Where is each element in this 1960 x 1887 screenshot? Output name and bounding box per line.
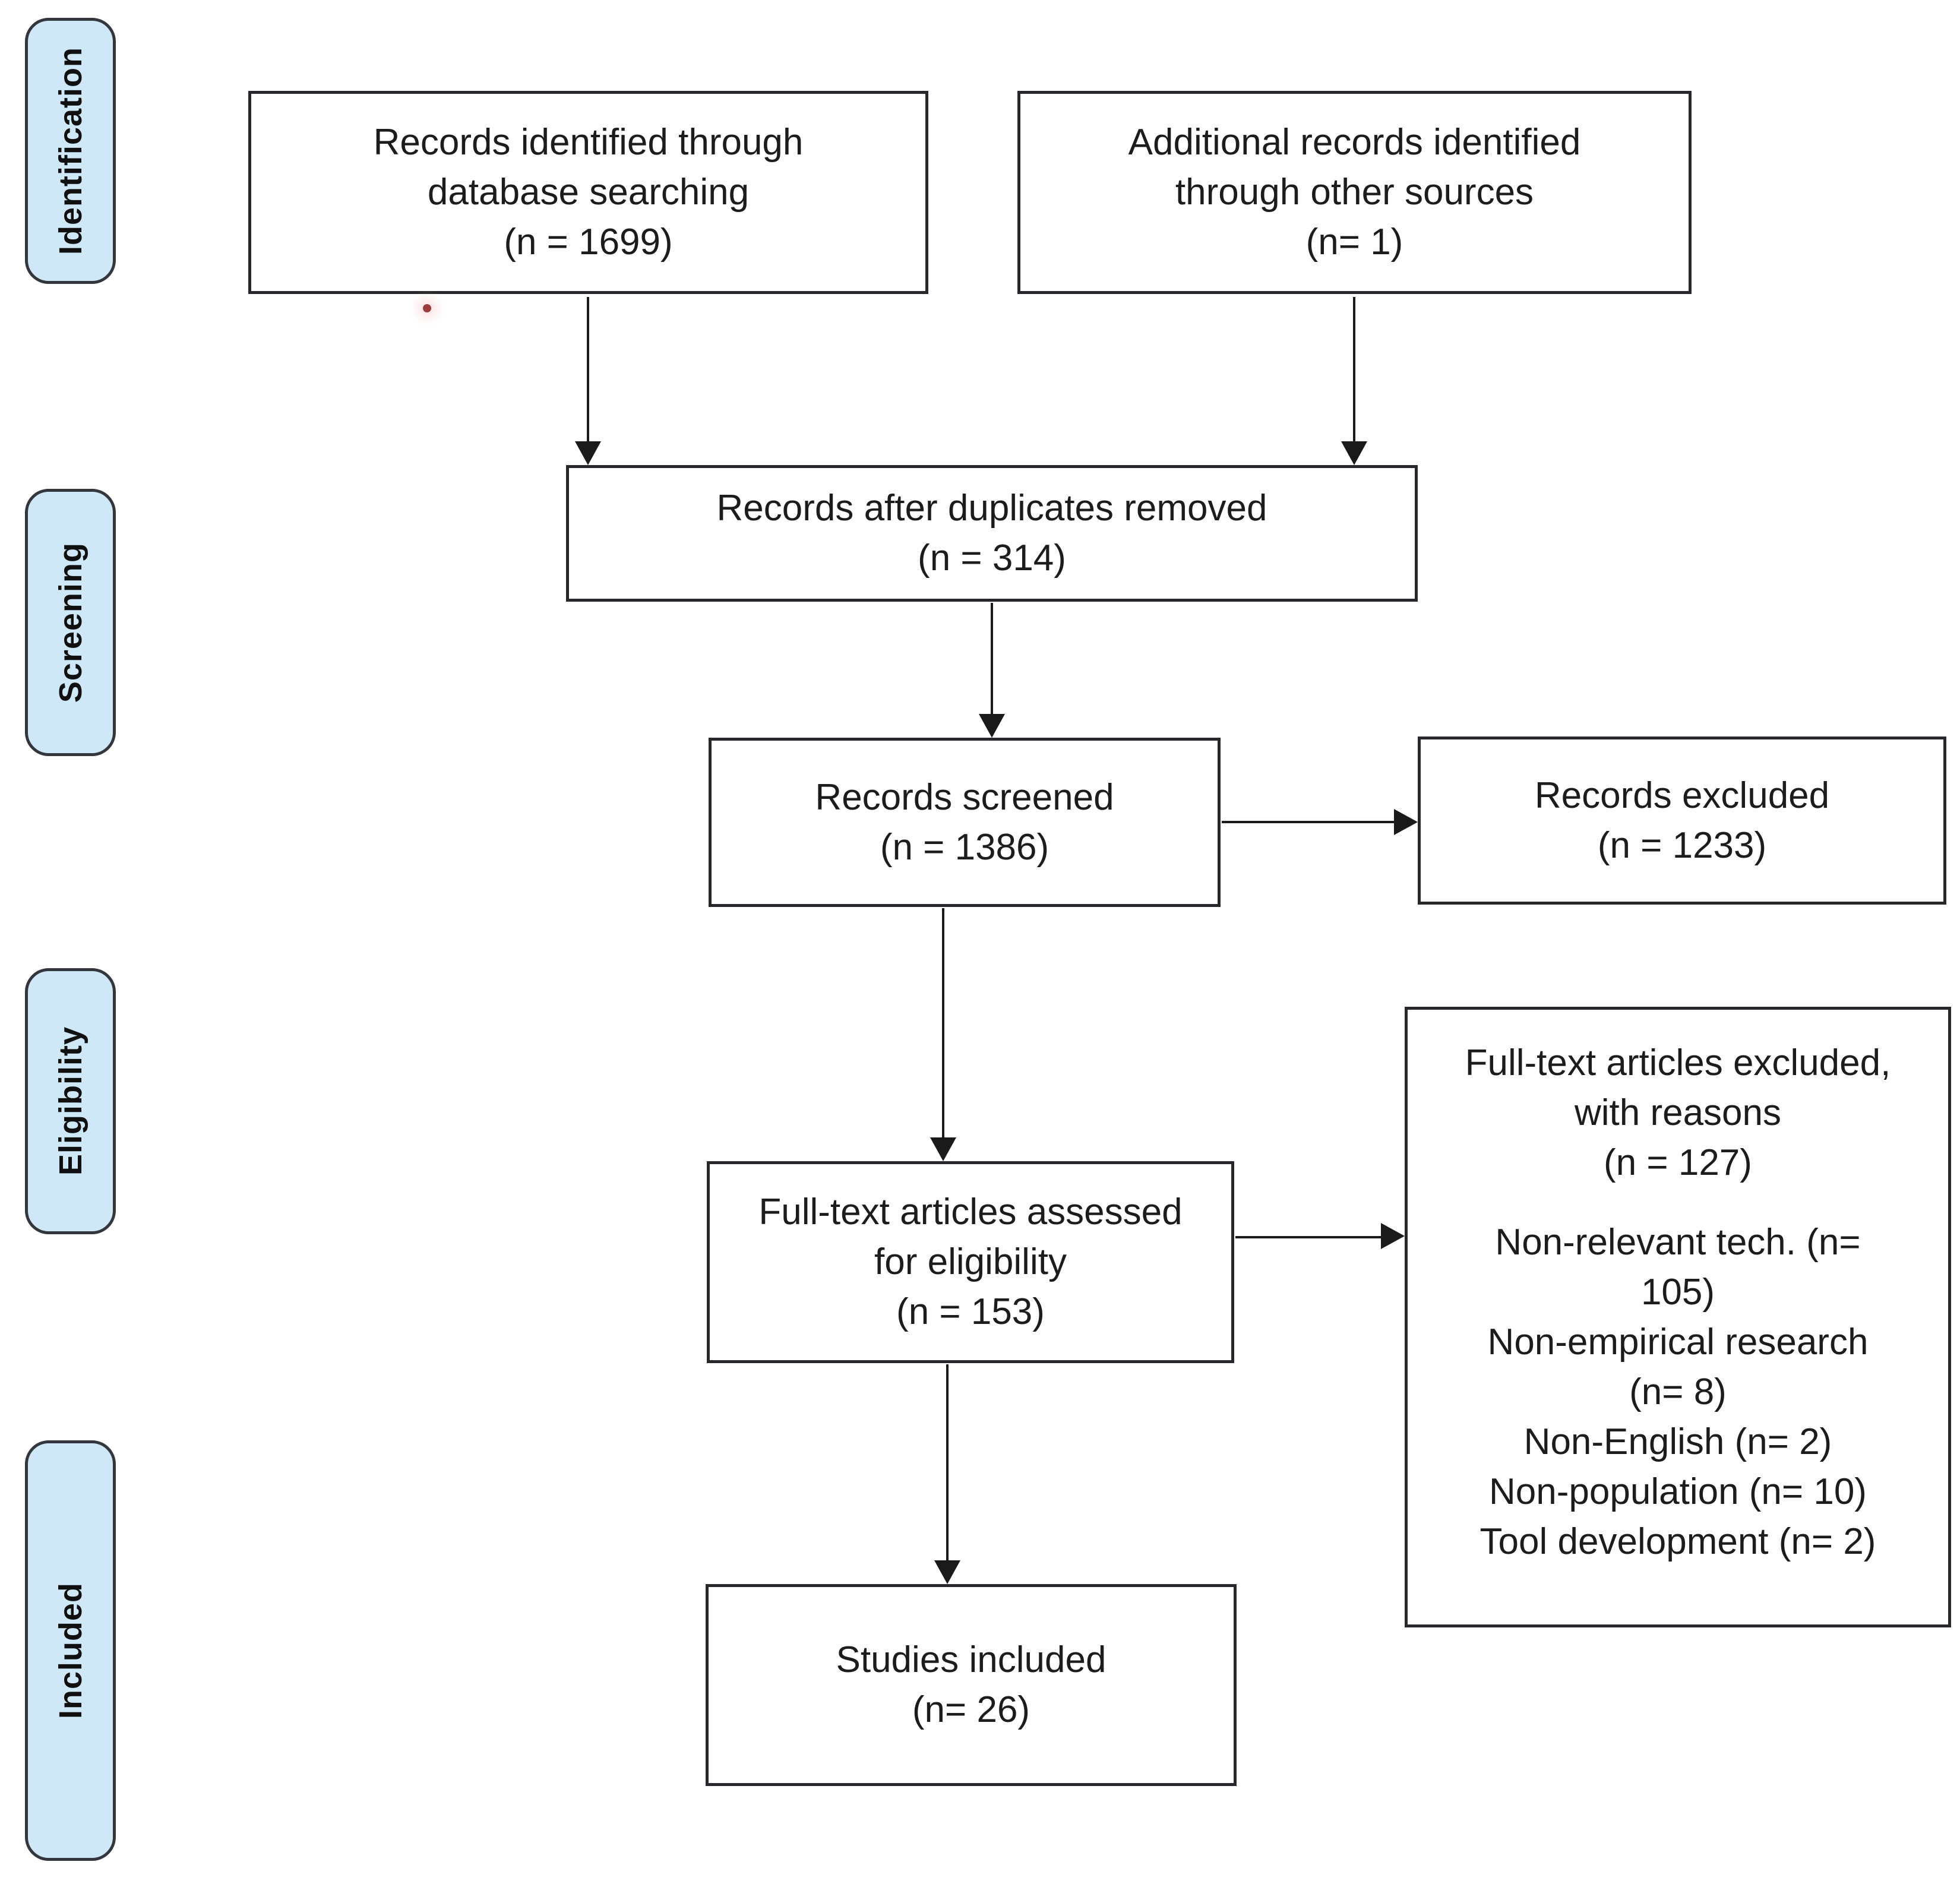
box-text-line: Records excluded bbox=[1534, 775, 1830, 816]
arrow-screened-to-excluded-line bbox=[1222, 821, 1394, 823]
box-text-line: (n = 127) bbox=[1604, 1142, 1752, 1183]
box-text-line: Non-relevant tech. (n= bbox=[1495, 1222, 1861, 1263]
arrow-down-icon bbox=[930, 1137, 956, 1161]
stage-identification: Identification bbox=[25, 18, 116, 284]
arrow-dedup-to-screened-line bbox=[991, 603, 993, 714]
arrow-identified-to-dedup-line bbox=[587, 297, 589, 441]
box-text-line: (n= 8) bbox=[1629, 1371, 1727, 1412]
box-text-line: Studies included bbox=[836, 1639, 1107, 1680]
box-text-line: database searching bbox=[427, 172, 750, 213]
box-text-line: (n = 153) bbox=[896, 1291, 1045, 1332]
stage-included: Included bbox=[25, 1440, 116, 1861]
box-text-line: (n= 26) bbox=[912, 1689, 1030, 1730]
box-duplicates-removed: Records after duplicates removed (n = 314… bbox=[566, 465, 1418, 602]
arrow-down-icon bbox=[575, 441, 601, 465]
box-fulltext-assessed: Full-text articles assessed for eligibili… bbox=[707, 1161, 1234, 1363]
box-text-line bbox=[1673, 1188, 1683, 1218]
box-text-line: Tool development (n= 2) bbox=[1480, 1521, 1876, 1562]
arrow-right-icon bbox=[1381, 1223, 1405, 1249]
box-text-line: Non-population (n= 10) bbox=[1489, 1471, 1867, 1512]
box-records-screened: Records screened (n = 1386) bbox=[709, 738, 1221, 907]
box-text-line: (n = 1233) bbox=[1597, 824, 1767, 866]
arrow-down-icon bbox=[1341, 441, 1367, 465]
box-text-line: (n = 1386) bbox=[880, 826, 1049, 868]
stage-label: Identification bbox=[52, 47, 88, 255]
arrow-screened-to-fulltext-line bbox=[942, 908, 944, 1137]
box-text-line: (n = 1699) bbox=[504, 222, 673, 263]
box-text-line: Records identified through bbox=[373, 122, 804, 163]
stage-label: Screening bbox=[52, 542, 88, 703]
box-records-identified: Records identified through database searc… bbox=[248, 91, 928, 294]
box-text-line: Full-text articles assessed bbox=[758, 1191, 1183, 1232]
box-text-line: (n= 1) bbox=[1305, 222, 1403, 263]
arrow-fulltext-to-excluded-line bbox=[1235, 1236, 1381, 1238]
arrow-fulltext-to-included-line bbox=[946, 1364, 949, 1560]
box-text-line: Full-text articles excluded, bbox=[1465, 1042, 1891, 1083]
stage-eligibility: Eligibility bbox=[25, 968, 116, 1234]
box-text-line: with reasons bbox=[1574, 1092, 1782, 1133]
box-text-line: through other sources bbox=[1175, 172, 1534, 213]
red-dot-artifact bbox=[423, 304, 431, 312]
box-text-line: Records after duplicates removed bbox=[716, 488, 1267, 529]
box-text-line: Non-English (n= 2) bbox=[1523, 1421, 1832, 1462]
arrow-right-icon bbox=[1394, 809, 1418, 835]
box-additional-records: Additional records identified through oth… bbox=[1017, 91, 1692, 294]
box-text-line: (n = 314) bbox=[918, 538, 1066, 579]
stage-label: Eligibility bbox=[52, 1026, 88, 1176]
box-text-line: 105) bbox=[1640, 1272, 1715, 1313]
stage-screening: Screening bbox=[25, 489, 116, 756]
box-fulltext-excluded-reasons: Full-text articles excluded, with reasons… bbox=[1405, 1007, 1951, 1627]
arrow-down-icon bbox=[934, 1560, 960, 1584]
box-studies-included: Studies included (n= 26) bbox=[706, 1584, 1237, 1786]
box-text-line: Additional records identified bbox=[1128, 122, 1581, 163]
box-records-excluded: Records excluded (n = 1233) bbox=[1418, 737, 1946, 905]
box-text-line: Records screened bbox=[815, 776, 1114, 818]
arrow-down-icon bbox=[979, 714, 1005, 738]
arrow-additional-to-dedup-line bbox=[1353, 297, 1355, 441]
box-text-line: Non-empirical research bbox=[1487, 1322, 1869, 1363]
stage-label: Included bbox=[52, 1582, 88, 1719]
box-text-line: for eligibility bbox=[874, 1241, 1067, 1282]
